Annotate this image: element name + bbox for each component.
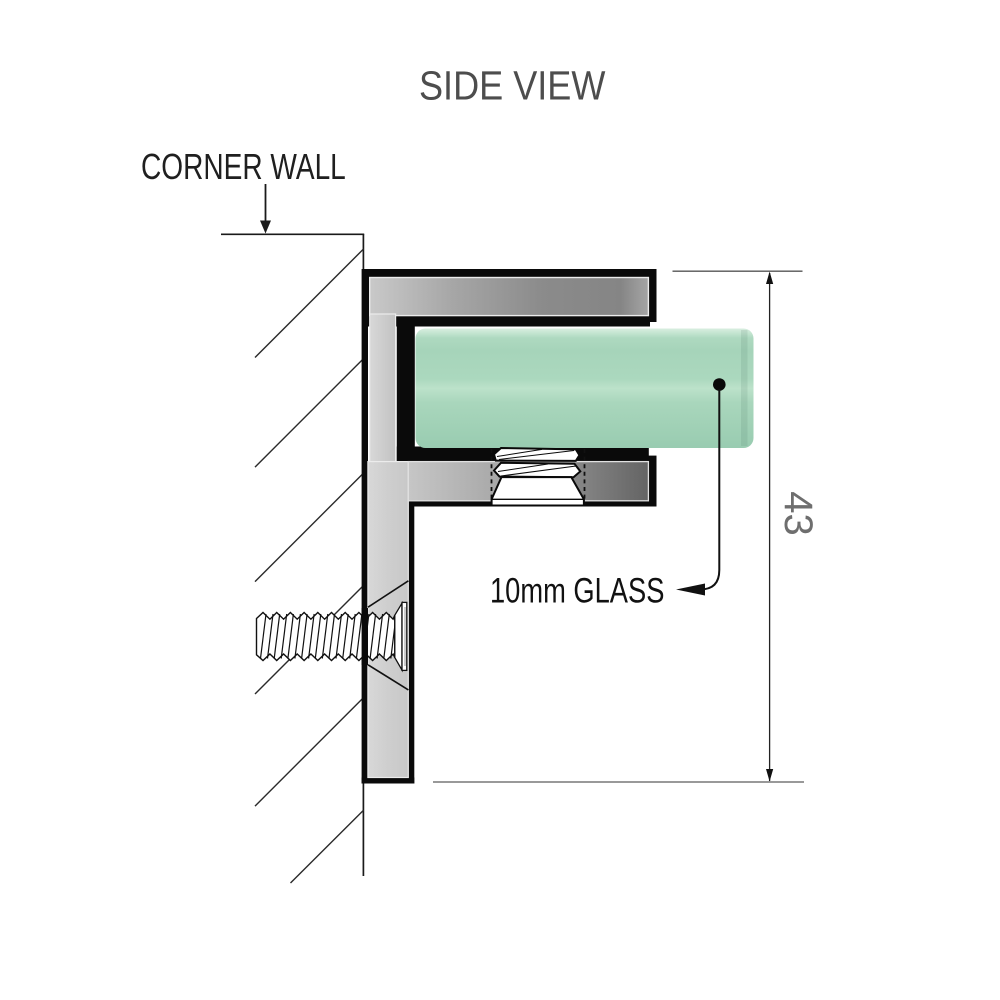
svg-text:43: 43 xyxy=(776,491,820,536)
svg-text:10mm GLASS: 10mm GLASS xyxy=(490,571,664,610)
svg-text:CORNER WALL: CORNER WALL xyxy=(141,147,346,187)
svg-text:SIDE VIEW: SIDE VIEW xyxy=(419,63,606,109)
